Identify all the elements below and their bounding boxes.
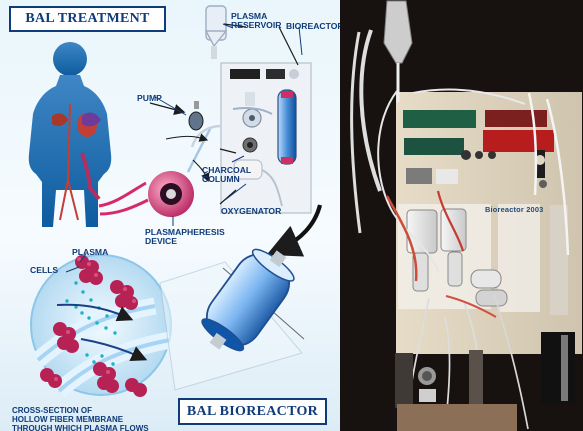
- label-bioreactor: BIOREACTOR: [286, 22, 340, 31]
- equipment-graphic: [340, 0, 583, 431]
- title: BAL TREATMENT: [25, 11, 149, 27]
- label-pump: PUMP: [137, 94, 162, 103]
- bottom-title-box: BAL BIOREACTOR: [178, 398, 327, 425]
- bioreactor-cartridge: [160, 237, 304, 390]
- label-cells: CELLS: [30, 266, 58, 275]
- bioreactor-zoom: [31, 255, 171, 397]
- equipment-photo: Bioreactor 2003: [340, 0, 583, 431]
- title-box: BAL TREATMENT: [9, 6, 166, 32]
- label-oxygenator: OXYGENATOR: [221, 207, 281, 216]
- human-body: [29, 42, 111, 227]
- bottom-title: BAL BIOREACTOR: [187, 404, 318, 420]
- bioreactor-brand-text: Bioreactor 2003: [485, 206, 543, 214]
- diagram-graphics: [0, 0, 340, 431]
- label-plasma: PLASMA: [72, 248, 108, 257]
